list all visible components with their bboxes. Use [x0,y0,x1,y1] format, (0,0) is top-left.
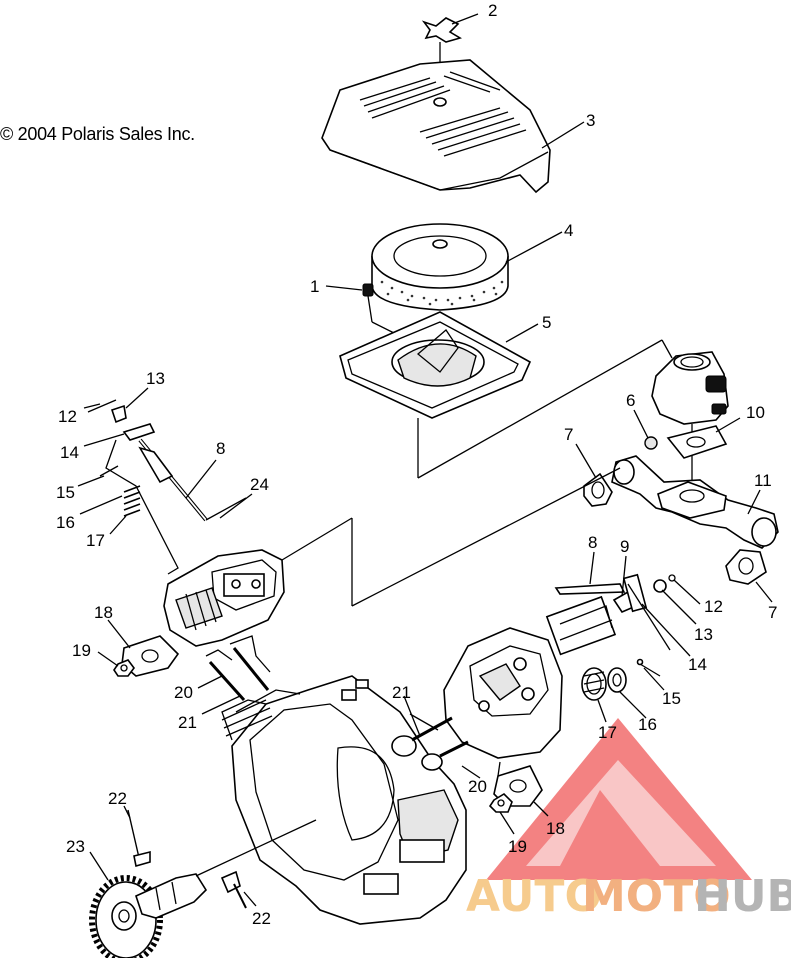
callout-21-rear: 21 [178,713,197,732]
callout-17-front: 17 [598,723,617,742]
callout-12-front: 12 [704,597,723,616]
intake-gasket-left [583,472,613,507]
callout-7-right: 7 [768,603,777,622]
watermark-auto: AUTO [466,871,602,922]
watermark-triangle-mark [560,790,660,866]
callout-13-rear: 13 [146,369,165,388]
valve-train-rear [87,399,247,575]
callout-16-rear: 16 [56,513,75,532]
callout-15-rear: 15 [56,483,75,502]
cylinder-head-rear [163,467,621,647]
callout-4: 4 [564,221,573,240]
valve-train-front [554,573,676,677]
watermark-hub: HUB [694,871,791,922]
callout-12-rear: 12 [58,407,77,426]
callout-13-front: 13 [694,625,713,644]
leader-lines [77,13,773,907]
cylinder-head-front [443,595,617,759]
air-cleaner-cover [321,59,551,194]
valves-rear [205,635,271,702]
crankcase [221,675,467,925]
cam-bolt-lower [220,870,247,909]
air-filter-element [371,223,509,311]
carburetor-gasket [666,425,728,459]
callout-18-front: 18 [546,819,565,838]
valves-front [391,713,469,771]
callout-14-front: 14 [688,655,707,674]
callout-22-upper: 22 [108,789,127,808]
watermark-logo: AUTO MOTO HUB [466,718,791,922]
intake-gasket-right [725,549,767,585]
intake-manifold [611,455,779,549]
callout-17-rear: 17 [86,531,105,550]
callout-labels: 2 3 4 1 5 13 12 14 8 15 16 24 17 6 7 10 … [56,1,777,928]
callout-14-rear: 14 [60,443,79,462]
copyright-notice: © 2004 Polaris Sales Inc. [0,124,195,144]
watermark-moto: MOTO [582,871,731,922]
callout-15-front: 15 [662,689,681,708]
callout-23: 23 [66,837,85,856]
callout-7-left: 7 [564,425,573,444]
callout-8-front: 8 [588,533,597,552]
valve-washer-front [607,667,627,693]
callout-19-rear: 19 [72,641,91,660]
callout-11: 11 [754,471,772,490]
callout-10: 10 [746,403,765,422]
callout-1: 1 [310,277,319,296]
callout-16-front: 16 [638,715,657,734]
camshaft-gear [89,819,317,958]
manifold-nut [644,436,658,450]
carburetor [651,351,729,488]
air-cleaner-base [339,311,673,479]
callout-3: 3 [586,111,595,130]
callout-6: 6 [626,391,635,410]
callout-8-rear: 8 [216,439,225,458]
valve-spring-front [581,667,607,701]
callout-9: 9 [620,537,629,556]
air-cleaner-nut [362,283,405,339]
callout-19-front: 19 [508,837,527,856]
callout-20-front: 20 [468,777,487,796]
exhaust-nut-rear [113,659,135,677]
callout-24: 24 [250,475,269,494]
callout-5: 5 [542,313,551,332]
callout-2: 2 [488,1,497,20]
watermark-triangle-outer [486,718,752,880]
watermark-triangle-inner [526,760,716,866]
exhaust-nut-front [488,792,513,813]
cam-pin-upper [127,809,151,868]
callout-21-front: 21 [392,683,411,702]
callout-22-lower: 22 [252,909,271,928]
callout-20-rear: 20 [174,683,193,702]
callout-18-rear: 18 [94,603,113,622]
